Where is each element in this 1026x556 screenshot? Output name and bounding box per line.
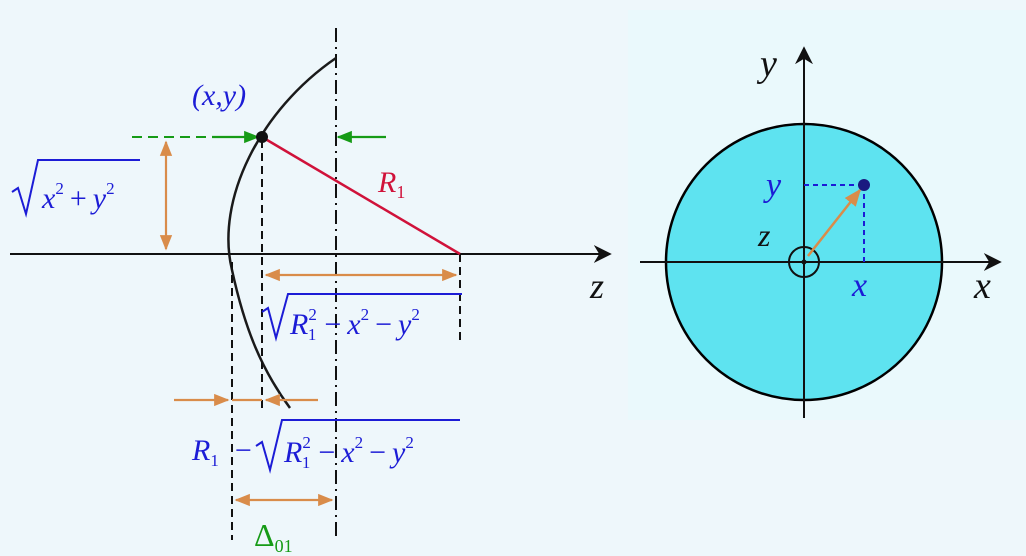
point-dot xyxy=(858,179,870,191)
z-out-of-page-symbol xyxy=(788,246,820,278)
z-label: z xyxy=(757,217,771,253)
position-vector xyxy=(807,188,862,257)
z-origin-dot xyxy=(801,259,807,265)
svg-text:R1−: R1− xyxy=(191,434,252,470)
surface-point-dot xyxy=(256,131,268,143)
lens-surface-curve xyxy=(227,56,337,409)
right-diagram: x y z y x xyxy=(628,10,1026,420)
y-coord-label: y xyxy=(763,167,782,204)
delta-label: Δ01 xyxy=(254,517,293,556)
svg-text:x2+y2: x2+y2 xyxy=(41,179,115,215)
radius-label: R1 xyxy=(377,166,405,202)
y-axis-label: y xyxy=(756,43,777,85)
height-label: x2+y2 xyxy=(11,159,140,218)
point-label: (x,y) xyxy=(192,79,246,112)
x-coord-label: x xyxy=(851,267,867,304)
svg-text:R21−x2−y2: R21−x2−y2 xyxy=(289,305,420,344)
svg-text:R21−x2−y2: R21−x2−y2 xyxy=(283,433,414,472)
z-axis-label: z xyxy=(589,266,604,306)
radius-line xyxy=(261,135,461,256)
x-axis-label: x xyxy=(973,265,991,307)
